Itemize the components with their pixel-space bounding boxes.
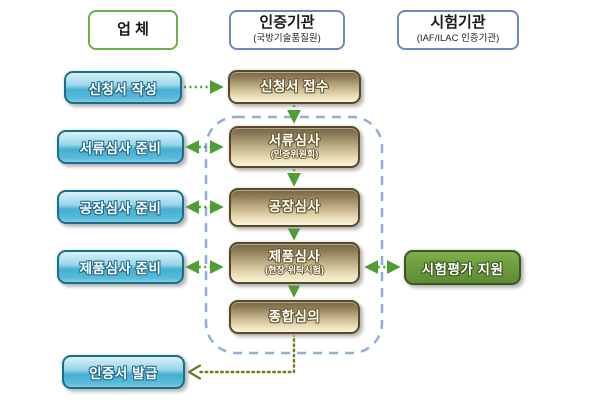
step-application-receipt: 신청서 접수	[228, 70, 361, 104]
step-application-write-label: 신청서 작성	[88, 81, 158, 97]
step-document-review: 서류심사 (인증위원회)	[229, 126, 360, 168]
header-company: 업 체	[88, 10, 178, 50]
header-company-title: 업 체	[117, 20, 149, 38]
step-docreview-prepare-label: 서류심사 준비	[79, 141, 162, 156]
step-factory-audit: 공장심사	[229, 188, 360, 227]
step-productaudit-prepare-label: 제품심사 준비	[79, 261, 162, 276]
step-document-review-label: 서류심사	[268, 133, 321, 149]
header-certification-subtitle: (국방기술품질원)	[253, 32, 321, 44]
step-document-review-subtitle: (인증위원회)	[270, 148, 319, 159]
header-test-subtitle: (IAF/ILAC 인증기관)	[416, 32, 500, 44]
step-certificate-issue: 인증서 발급	[62, 355, 185, 389]
header-test-body: 시험기관 (IAF/ILAC 인증기관)	[397, 10, 519, 50]
header-certification-body: 인증기관 (국방기술품질원)	[229, 10, 345, 50]
arrow-deliberation-to-issue	[187, 332, 296, 380]
step-application-receipt-label: 신청서 접수	[260, 78, 329, 94]
header-test-title: 시험기관	[430, 14, 486, 32]
step-product-audit-subtitle: (현장·위탁시험)	[265, 264, 324, 275]
step-factoryaudit-prepare: 공장심사 준비	[57, 190, 184, 224]
step-application-write: 신청서 작성	[64, 71, 182, 104]
step-test-evaluation-support: 시험평가 지원	[404, 250, 521, 285]
step-test-evaluation-support-label: 시험평가 지원	[421, 261, 504, 277]
step-certificate-issue-label: 인증서 발급	[89, 366, 158, 381]
step-productaudit-prepare: 제품심사 준비	[57, 250, 184, 284]
step-factory-audit-label: 공장심사	[268, 199, 321, 215]
step-product-audit-label: 제품심사	[268, 249, 321, 265]
step-docreview-prepare: 서류심사 준비	[57, 130, 184, 164]
step-product-audit: 제품심사 (현장·위탁시험)	[229, 242, 360, 284]
step-final-deliberation-label: 종합심의	[268, 308, 321, 324]
header-certification-title: 인증기관	[259, 14, 315, 32]
green-dotted-arrows	[184, 80, 401, 298]
step-factoryaudit-prepare-label: 공장심사 준비	[79, 201, 162, 216]
step-final-deliberation: 종합심의	[229, 300, 360, 334]
